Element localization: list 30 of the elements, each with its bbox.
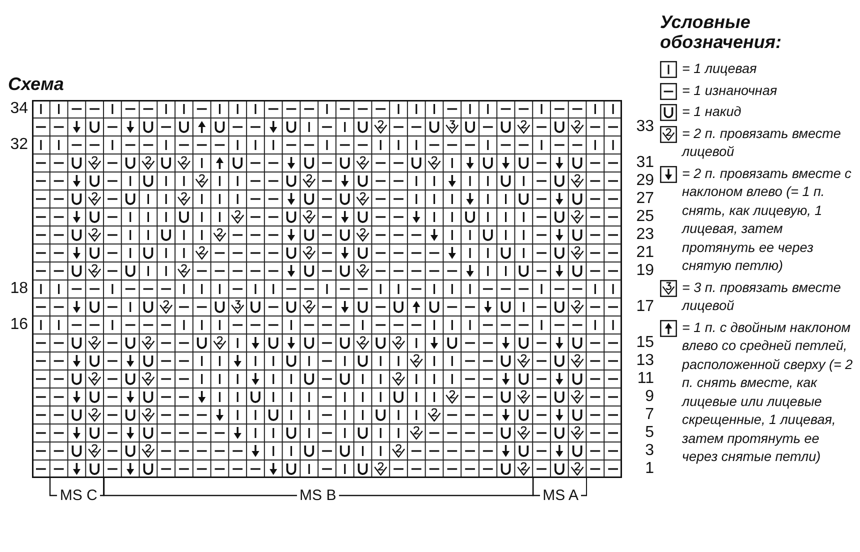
row-number: 23 — [635, 226, 654, 244]
row-number: 15 — [635, 334, 654, 352]
row-number: 11 — [636, 370, 654, 388]
chart-title: Схема — [8, 74, 64, 94]
row-number: 7 — [644, 406, 654, 424]
row-number: 19 — [635, 262, 654, 280]
legend-text: = 1 лицевая — [682, 60, 758, 78]
legend-text: = 2 п. провязать вместе лицевой — [682, 124, 842, 161]
legend-heading: Условные обозначения: — [660, 12, 782, 52]
row-number: 31 — [635, 154, 654, 172]
row-number: 17 — [635, 298, 654, 316]
row-number: 3 — [644, 442, 654, 460]
legend-text: = 1 накид — [682, 103, 742, 121]
row-number: 9 — [644, 388, 654, 406]
row-number: 5 — [644, 424, 654, 442]
row-number: 27 — [635, 190, 654, 208]
legend-text: = 3 п. провязать вместе лицевой — [682, 278, 842, 315]
row-number: 25 — [635, 208, 654, 226]
legend-text: = 1 изнаночная — [682, 82, 778, 100]
row-number: 16 — [9, 316, 28, 334]
legend-text: = 2 п. провязать вместе с наклоном влево (= 1 п. снять, как лицевую, 1 лицевая, затем протянуть ее через снятую петлю) — [682, 164, 852, 275]
row-number: 18 — [9, 280, 28, 298]
row-number: 34 — [9, 100, 28, 118]
row-number: 1 — [644, 460, 654, 478]
row-number: 32 — [9, 136, 28, 154]
row-number: 33 — [635, 118, 654, 136]
row-number: 29 — [635, 172, 654, 190]
row-number: 21 — [635, 244, 654, 262]
row-number: 13 — [635, 352, 654, 370]
legend-text: = 1 п. с двойным наклоном влево со средней петлей, расположенной сверху (= 2 п. снять вместе, как лицевые или лицевые скрещенные, 1 лицевая, затем протянуть ее через снятые петли) — [682, 318, 854, 466]
